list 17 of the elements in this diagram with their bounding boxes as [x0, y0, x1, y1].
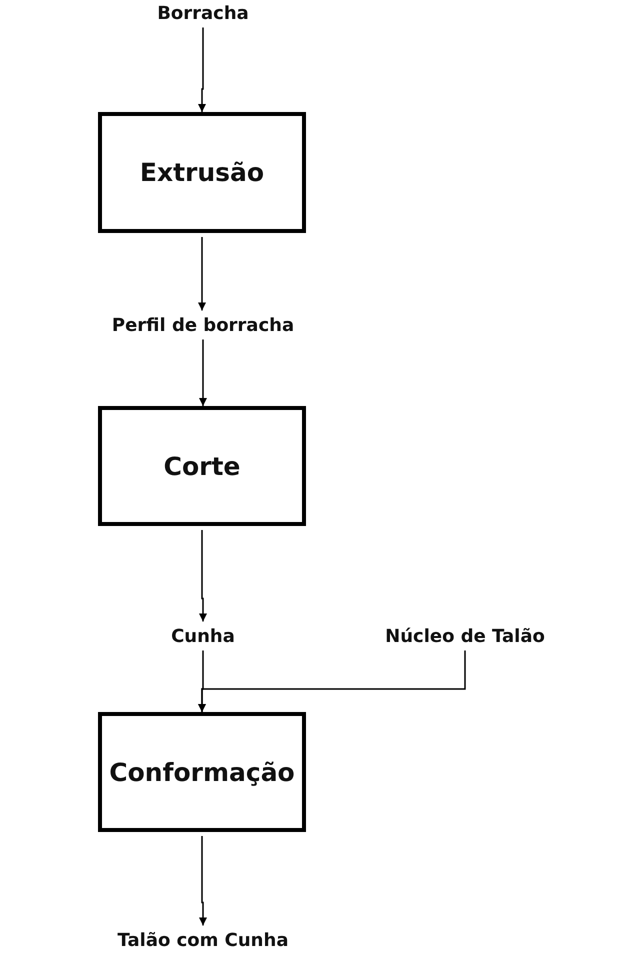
arrow	[199, 340, 207, 406]
process-box	[98, 406, 306, 526]
process-label: Conformação	[109, 758, 295, 786]
material-label: Borracha	[157, 2, 249, 24]
process-box	[98, 712, 306, 832]
process-box	[98, 112, 306, 233]
arrow	[198, 650, 466, 712]
material-label: Talão com Cunha	[118, 930, 288, 950]
arrow	[198, 237, 206, 310]
arrow	[198, 28, 206, 112]
process-label: Corte	[164, 452, 240, 480]
arrow	[199, 836, 207, 926]
material-label: Perfil de borracha	[112, 314, 294, 336]
process-label: Extrusão	[140, 158, 264, 187]
arrow	[199, 530, 207, 622]
material-label: Núcleo de Talão	[385, 626, 545, 646]
material-label: Cunha	[171, 626, 235, 646]
